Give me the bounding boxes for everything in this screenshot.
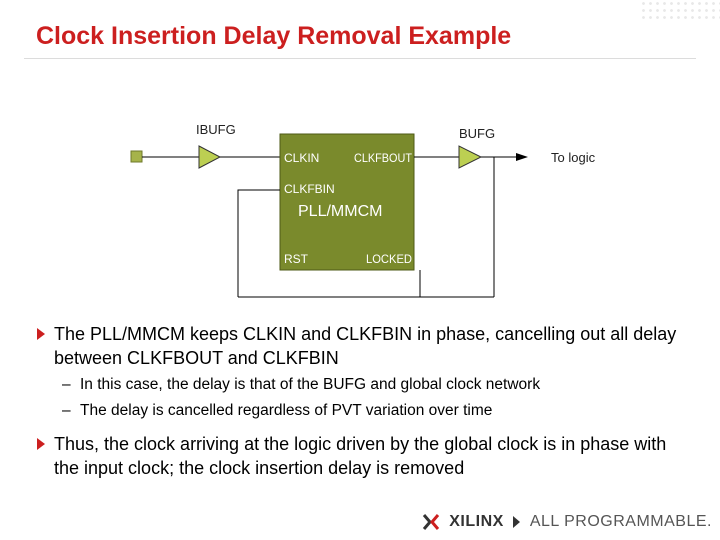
corner-dot-pattern bbox=[640, 0, 720, 20]
brand-tagline: ALL PROGRAMMABLE. bbox=[529, 513, 712, 530]
bufg-label: BUFG bbox=[459, 126, 495, 141]
pll-diagram: IBUFG CLKIN CLKFBOUT CLKFBIN PLL/MMCM RS… bbox=[130, 122, 596, 298]
sub-bullet-text: In this case, the delay is that of the B… bbox=[80, 376, 541, 393]
locked-port-label: LOCKED bbox=[366, 252, 412, 266]
bufg-buffer bbox=[458, 145, 483, 169]
brand-name: XILINX bbox=[449, 513, 504, 530]
clkfbout-port-label: CLKFBOUT bbox=[354, 151, 413, 165]
sub-bullet-item: – In this case, the delay is that of the… bbox=[36, 372, 696, 398]
bullet-arrow-icon bbox=[37, 328, 45, 340]
pll-mmcm-block bbox=[279, 133, 415, 271]
to-logic-label: To logic bbox=[551, 150, 596, 165]
bullet-list: The PLL/MMCM keeps CLKIN and CLKFBIN in … bbox=[36, 322, 696, 480]
footer-branding: XILINX ALL PROGRAMMABLE. bbox=[421, 510, 712, 534]
bullet-text: The PLL/MMCM keeps CLKIN and CLKFBIN in … bbox=[54, 324, 677, 368]
dash-icon: – bbox=[62, 376, 71, 393]
bullet-text: Thus, the clock arriving at the logic dr… bbox=[54, 434, 667, 478]
ibufg-buffer bbox=[198, 145, 222, 169]
input-pad bbox=[130, 150, 143, 163]
sub-bullet-text: The delay is cancelled regardless of PVT… bbox=[80, 402, 493, 419]
bullet-item: Thus, the clock arriving at the logic dr… bbox=[36, 432, 696, 480]
title-divider bbox=[24, 58, 696, 59]
arrowhead-to-logic bbox=[516, 153, 528, 161]
dash-icon: – bbox=[62, 402, 71, 419]
bullet-item: The PLL/MMCM keeps CLKIN and CLKFBIN in … bbox=[36, 322, 696, 370]
sub-bullet-item: – The delay is cancelled regardless of P… bbox=[36, 398, 696, 424]
wire-feedback-return bbox=[237, 189, 421, 298]
chevron-right-icon bbox=[512, 516, 520, 528]
clkin-port-label: CLKIN bbox=[284, 151, 319, 165]
slide-title: Clock Insertion Delay Removal Example bbox=[36, 22, 512, 50]
sub-bullet-list: – In this case, the delay is that of the… bbox=[36, 372, 696, 424]
clkfbin-port-label: CLKFBIN bbox=[284, 182, 335, 196]
ibufg-label: IBUFG bbox=[196, 122, 236, 137]
pll-mmcm-name: PLL/MMCM bbox=[298, 203, 382, 220]
rst-port-label: RST bbox=[284, 252, 309, 266]
bullet-arrow-icon bbox=[37, 438, 45, 450]
xilinx-logo-icon bbox=[423, 514, 440, 530]
